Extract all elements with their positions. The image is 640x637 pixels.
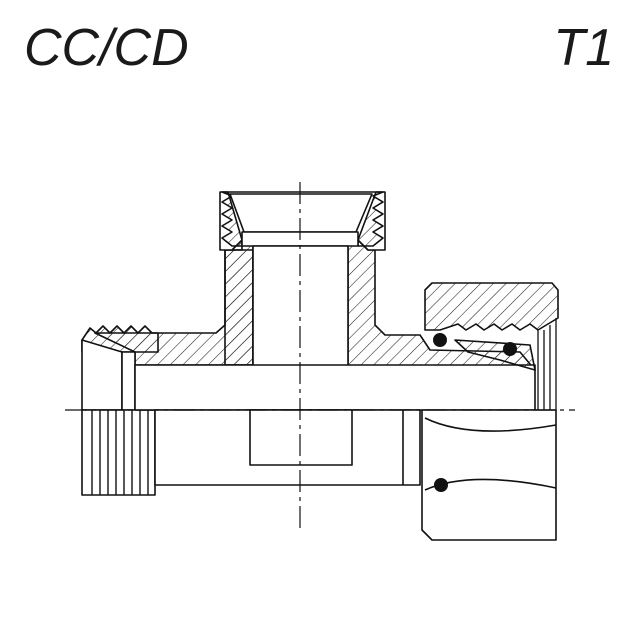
lower-branch-boss: [249, 409, 353, 466]
o-ring-lower: [434, 478, 448, 492]
nut-hatched-section: [424, 282, 559, 331]
top-cone-seat: [229, 193, 373, 233]
left-end-collar: [121, 351, 136, 411]
nut-hex-curve: [424, 417, 557, 432]
left-thread-lines: [91, 410, 149, 495]
o-ring-right: [503, 342, 517, 356]
nut-lower-view: [421, 409, 557, 541]
left-end-face: [81, 339, 123, 411]
o-ring-left: [433, 333, 447, 347]
fitting-type-label: T1: [553, 19, 614, 77]
main-bore: [134, 364, 536, 411]
fitting-code-label: CC/CD: [24, 19, 189, 77]
nut-thread-lines: [537, 318, 557, 410]
left-thread-bottom: [81, 409, 156, 496]
